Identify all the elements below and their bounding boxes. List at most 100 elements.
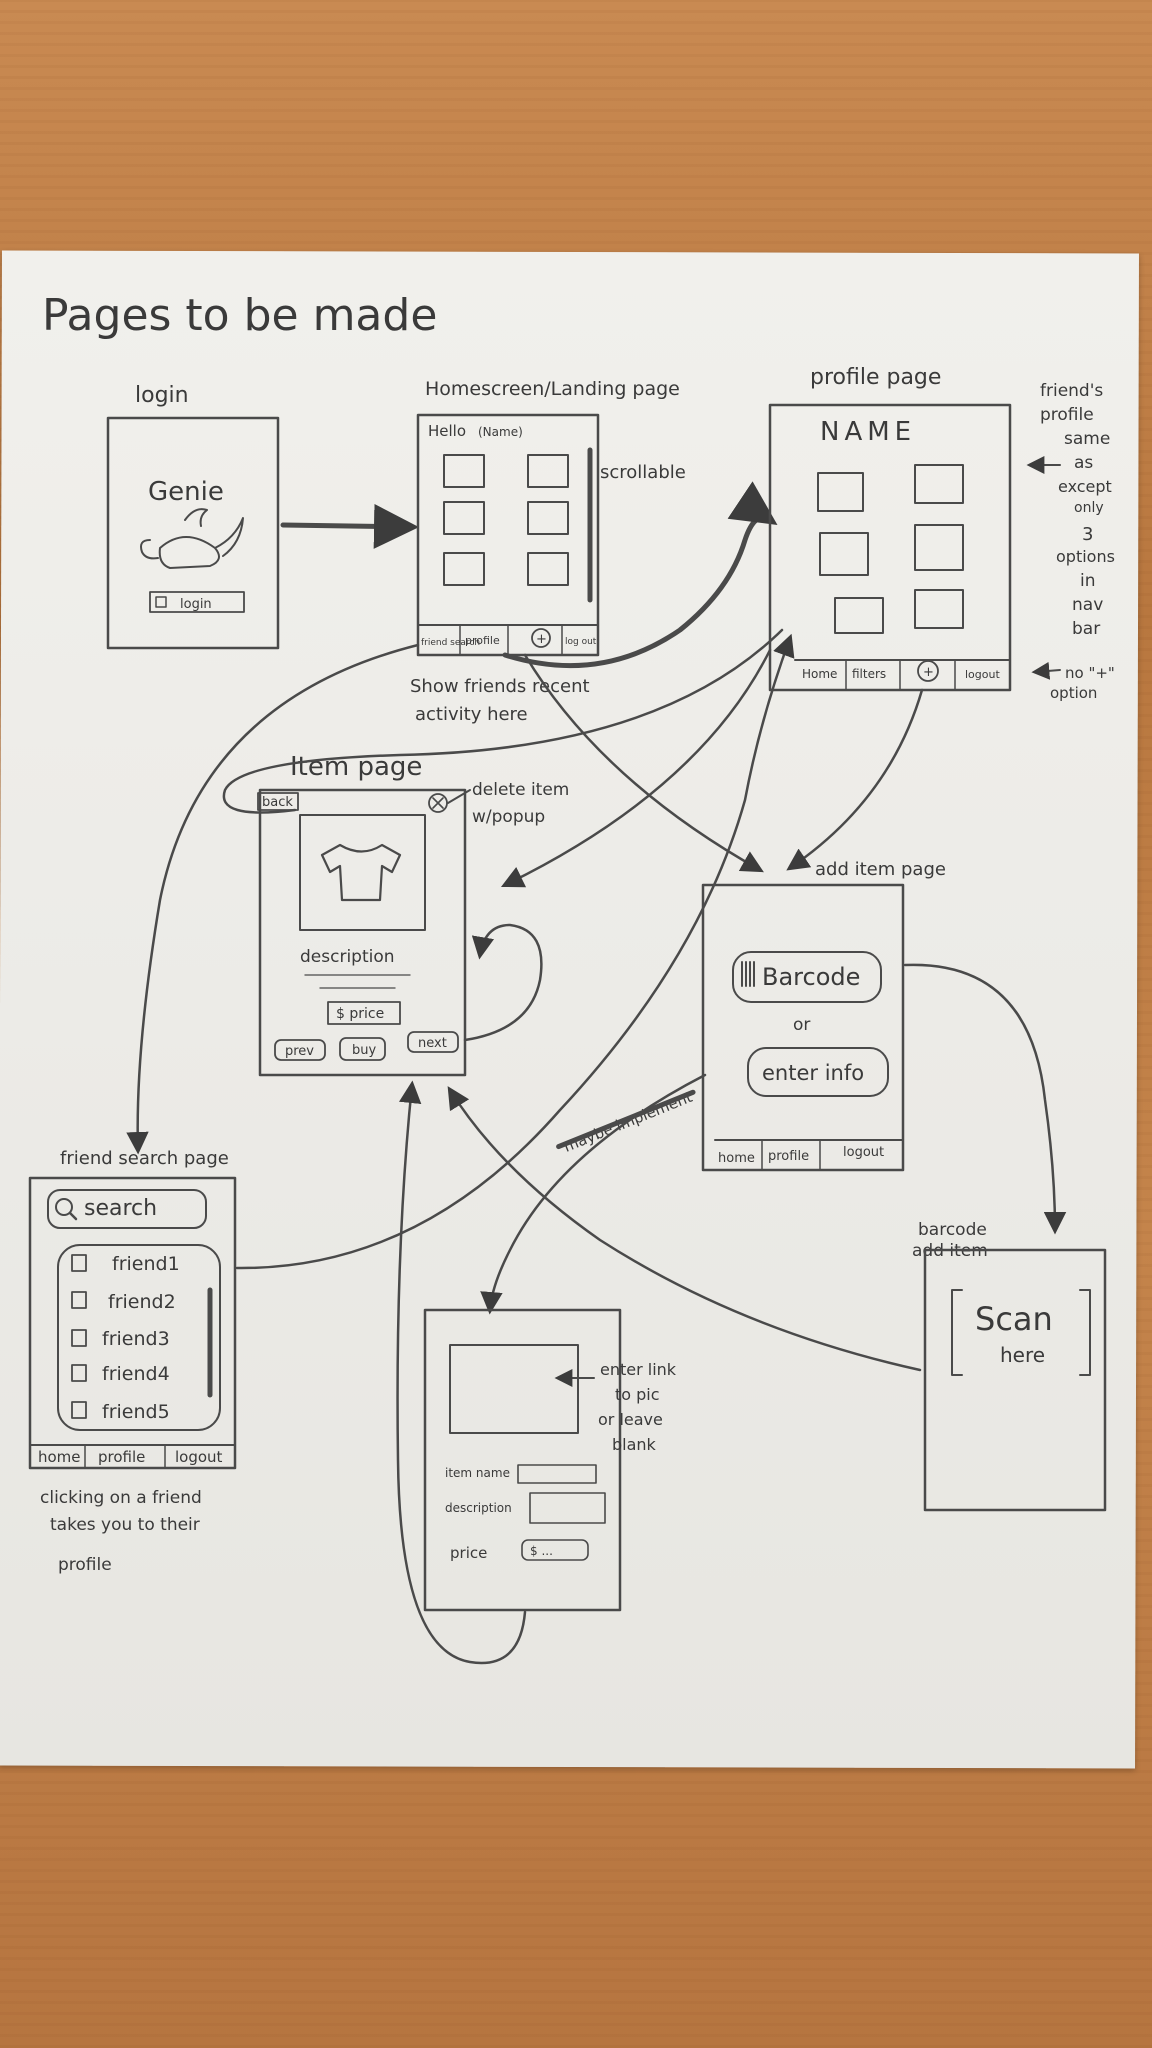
search-input-label: search <box>84 1196 157 1221</box>
home-tile[interactable] <box>527 454 569 488</box>
close-icon <box>432 797 444 809</box>
svg-text:bar: bar <box>1072 619 1100 639</box>
home-note-line2: activity here <box>415 704 528 725</box>
item-name-input[interactable] <box>517 1464 597 1484</box>
prev-button[interactable] <box>274 1039 326 1061</box>
friend-search-nav-logout[interactable]: logout <box>175 1448 223 1466</box>
scrollable-note: scrollable <box>600 462 686 483</box>
arrow-profile-to-item <box>500 648 772 888</box>
app-name: Genie <box>148 477 224 507</box>
profile-nav-add-button[interactable] <box>917 660 939 682</box>
friend-checkbox[interactable] <box>71 1254 87 1272</box>
profile-name: NAME <box>820 417 916 447</box>
buy-button[interactable] <box>339 1037 386 1061</box>
profile-nav-logout[interactable]: logout <box>965 668 1000 681</box>
profile-tile[interactable] <box>914 464 964 504</box>
arrow-next-loop <box>463 923 543 1042</box>
shirt-icon <box>320 843 402 902</box>
home-tile[interactable] <box>527 552 569 586</box>
profile-nav-home[interactable]: Home <box>802 667 837 681</box>
friend-search-nav-home[interactable]: home <box>38 1448 81 1466</box>
svg-text:only: only <box>1074 500 1104 516</box>
friend-checkbox[interactable] <box>71 1364 87 1382</box>
profile-tile[interactable] <box>817 472 864 512</box>
barcode-button-label: Barcode <box>762 963 860 991</box>
next-button[interactable] <box>407 1031 459 1053</box>
friend-checkbox[interactable] <box>71 1329 87 1347</box>
enter-info-button[interactable] <box>747 1047 889 1097</box>
no-plus-note-line2: option <box>1050 684 1097 702</box>
home-nav-logout[interactable]: log out <box>565 637 597 647</box>
maybe-implement-strike <box>556 1089 696 1150</box>
delete-note-line2: w/popup <box>472 807 545 827</box>
image-link-note: enter link to pic or leave blank <box>598 1360 677 1454</box>
add-item-nav-profile[interactable]: profile <box>768 1149 809 1164</box>
login-label: login <box>135 383 189 408</box>
friend-search-nav-profile[interactable]: profile <box>98 1448 145 1466</box>
home-nav-add-button[interactable] <box>531 628 551 648</box>
arrow-login-to-home <box>280 503 419 549</box>
home-tile[interactable] <box>527 501 569 535</box>
login-button[interactable] <box>149 591 245 613</box>
friend-item-2[interactable]: friend2 <box>108 1291 176 1313</box>
scan-label: Scan <box>975 1300 1053 1338</box>
back-button-label: back <box>262 795 293 810</box>
friend-checkbox[interactable] <box>71 1401 87 1419</box>
arrow-add-item-to-enter-info <box>480 1073 707 1315</box>
home-note-line1: Show friends recent <box>410 676 590 697</box>
profile-tile[interactable] <box>914 589 964 629</box>
home-tile[interactable] <box>443 501 485 535</box>
arrow-add-item-to-barcode <box>903 963 1067 1235</box>
arrow-delete-note <box>447 789 471 804</box>
home-nav-friend-search[interactable]: friend search <box>421 638 480 648</box>
item-screen: back description $ price prev buy next <box>257 788 467 1077</box>
item-name-label: item name <box>445 1466 510 1480</box>
friend-item-1[interactable]: friend1 <box>112 1253 180 1275</box>
image-link-field[interactable] <box>449 1344 579 1434</box>
profile-tile[interactable] <box>819 532 869 576</box>
friend-item-3[interactable]: friend3 <box>102 1328 170 1350</box>
svg-text:friend's: friend's <box>1040 381 1103 401</box>
arrow-friend-to-profile <box>235 633 795 1270</box>
arrow-home-add-to-add-item <box>523 653 764 873</box>
home-label: Homescreen/Landing page <box>425 378 680 400</box>
add-item-nav-home[interactable]: home <box>718 1151 755 1166</box>
svg-text:profile: profile <box>1040 405 1094 425</box>
description-input[interactable] <box>529 1492 606 1524</box>
scan-here-label: here <box>1000 1343 1045 1367</box>
profile-tile[interactable] <box>914 524 964 571</box>
profile-nav-add-label: + <box>923 665 934 680</box>
friend-item-4[interactable]: friend4 <box>102 1363 170 1385</box>
home-nav-profile[interactable]: profile <box>465 634 500 647</box>
search-input[interactable] <box>47 1189 207 1229</box>
friend-list <box>57 1244 221 1431</box>
svg-text:except: except <box>1058 477 1112 496</box>
login-button-icon <box>155 596 167 608</box>
profile-screen: NAME Home filters + logout <box>768 403 1012 692</box>
friend-item-5[interactable]: friend5 <box>102 1401 170 1423</box>
barcode-button[interactable] <box>732 951 882 1003</box>
home-screen: Hello (Name) friend search profile + log… <box>416 413 600 657</box>
item-description: description <box>300 947 395 967</box>
profile-nav-filters[interactable]: filters <box>852 667 886 681</box>
home-tile[interactable] <box>443 454 485 488</box>
svg-text:in: in <box>1080 571 1096 591</box>
friend-search-label: friend search page <box>60 1148 229 1169</box>
add-item-nav-logout[interactable]: logout <box>843 1145 884 1160</box>
svg-text:same: same <box>1064 429 1110 449</box>
friend-search-screen: search friend1 friend2 friend3 friend4 f… <box>28 1176 237 1470</box>
profile-tile[interactable] <box>834 597 884 634</box>
back-button[interactable] <box>257 792 299 811</box>
friend-checkbox[interactable] <box>71 1291 87 1309</box>
genie-lamp-icon <box>140 508 244 569</box>
arrow-home-to-profile <box>502 481 778 669</box>
home-tile[interactable] <box>443 552 485 586</box>
add-item-label: add item page <box>815 859 946 880</box>
search-icon <box>55 1198 73 1216</box>
scan-frame[interactable] <box>951 1289 1091 1376</box>
no-plus-note-line1: no "+" <box>1065 664 1115 682</box>
price-input-value: $ ... <box>530 1544 553 1558</box>
svg-text:as: as <box>1074 453 1093 473</box>
price-input[interactable] <box>521 1539 589 1561</box>
friend-note-line2: takes you to their <box>50 1515 200 1535</box>
